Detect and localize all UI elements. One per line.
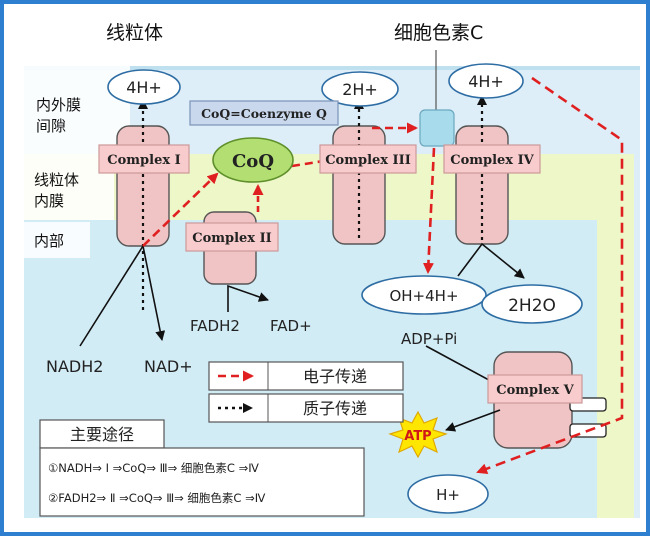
complex1-body	[116, 125, 170, 247]
complex5-to-atp-arrow	[445, 409, 501, 432]
water-oval	[481, 284, 583, 324]
electron-arrow-complex1-to-coq	[142, 172, 219, 247]
complex4-label-box	[443, 144, 541, 174]
atp-star-icon	[388, 410, 448, 459]
complex3-label: Complex III	[325, 153, 411, 168]
pathway-2: ②FADH2⇒ Ⅱ ⇒CoQ⇒ Ⅲ⇒ 细胞色素C ⇒Ⅳ	[48, 491, 266, 505]
oxygen-label: OH+4H+	[389, 287, 458, 305]
complex2-label-box	[185, 222, 279, 252]
inner-membrane-label-line1: 线粒体	[34, 171, 79, 189]
complex1-label: Complex I	[107, 153, 180, 168]
pathways-title: 主要途径	[70, 425, 134, 444]
complex4-body	[455, 125, 509, 245]
adp-pi-label: ADP+Pi	[401, 330, 457, 348]
nadh-label: NADH2	[46, 357, 103, 376]
complex3-label-box	[319, 144, 417, 174]
proton-label-complex1: 4H+	[126, 78, 162, 97]
proton-return-path	[476, 76, 624, 474]
atp-label: ATP	[404, 429, 431, 444]
proton-oval-complex4	[448, 63, 524, 99]
inner-membrane-label-bg	[24, 166, 114, 220]
legend-proton-label: 质子传递	[303, 399, 367, 418]
matrix-proton-oval	[407, 474, 489, 514]
matrix-proton-label: H+	[436, 486, 460, 504]
fad-label: FAD+	[270, 317, 312, 335]
intermembrane-label-line1: 内外膜	[36, 96, 81, 114]
pathways-box	[39, 447, 365, 517]
coq-label: CoQ	[232, 151, 274, 172]
intermembrane-label-line2: 间隙	[36, 117, 66, 135]
matrix-label-bg	[24, 222, 90, 258]
matrix-label: 内部	[34, 232, 64, 250]
outer-membrane-edge	[24, 66, 640, 70]
fadh2-to-fad-arrow	[227, 284, 269, 312]
mitochondria-title: 线粒体	[106, 22, 163, 44]
legend-electron-label: 电子传递	[303, 367, 367, 386]
electron-arrow-cytc-to-oxygen	[422, 147, 436, 274]
pathways-title-box	[39, 419, 165, 449]
coq-oval	[212, 137, 294, 183]
complex5-label-box	[487, 374, 583, 404]
water-label: 2H2O	[508, 296, 556, 316]
oxygen-to-water-arrow	[457, 242, 525, 279]
complex2-label: Complex II	[192, 231, 272, 246]
complex5-label: Complex V	[496, 383, 574, 398]
pathway-1: ①NADH⇒ Ⅰ ⇒CoQ⇒ Ⅲ⇒ 细胞色素C ⇒Ⅳ	[48, 461, 259, 475]
cytochrome-c-title: 细胞色素C	[394, 22, 483, 44]
proton-oval-complex3	[321, 71, 399, 107]
inner-membrane-label-line2: 内膜	[34, 192, 64, 210]
legend-electron-box	[208, 361, 404, 391]
proton-label-complex4: 4H+	[468, 72, 504, 91]
coq-definition-box	[189, 100, 339, 126]
complex1-label-box	[98, 144, 190, 174]
proton-oval-complex1	[107, 69, 181, 105]
complex4-label: Complex IV	[450, 153, 534, 168]
cytochrome-c-shape	[419, 109, 455, 147]
nad-label: NAD+	[144, 357, 193, 376]
fadh2-label: FADH2	[190, 317, 240, 335]
proton-label-complex3: 2H+	[342, 80, 378, 99]
oxygen-oval	[361, 275, 487, 315]
complex3-body	[332, 125, 386, 245]
coq-definition-label: CoQ=Coenzyme Q	[201, 106, 327, 121]
